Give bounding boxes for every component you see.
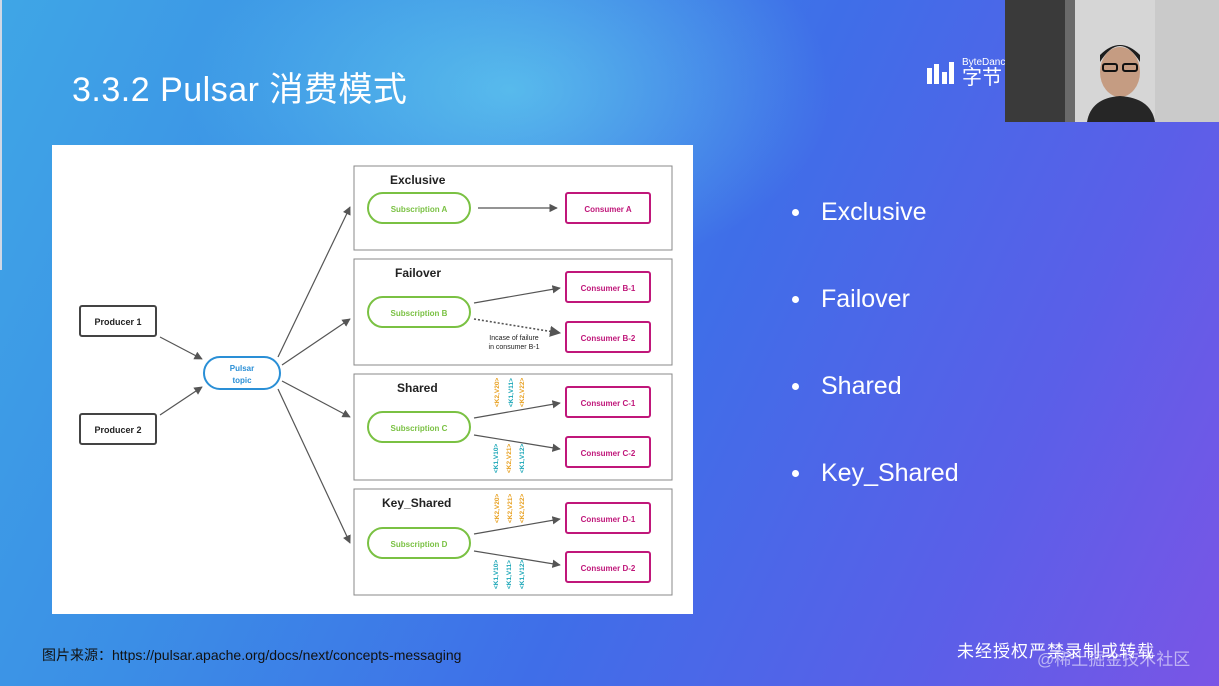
keyshared-msg-top-1: <K2,V20> (494, 494, 501, 523)
logo-brand-small: ByteDanc (962, 57, 1006, 68)
mode-keyshared-box: Key_Shared Subscription D <K2,V20> <K2,V… (353, 488, 673, 596)
logo-brand-cn: 字节 (962, 67, 1002, 89)
arrow-sub-d-consumer-d2 (473, 550, 561, 568)
bullet-dot-icon (792, 470, 799, 477)
subscription-b-label: Subscription B (391, 309, 448, 318)
keyshared-msg-top-2: <K2,V21> (507, 494, 514, 523)
shared-msg-top-1: <K2,V20> (494, 378, 501, 407)
arrow-sub-c-consumer-c1 (473, 400, 561, 419)
consumer-c1-node (565, 386, 651, 418)
consumer-c2-node (565, 436, 651, 468)
consumer-d2-label: Consumer D-2 (581, 564, 636, 573)
consumer-d1-node (565, 502, 651, 534)
arrow-producer1-topic (159, 336, 203, 360)
topic-label-line1: Pulsar (230, 364, 254, 373)
mode-failover-box: Failover Subscription B Incase of failur… (353, 258, 673, 366)
presenter-video-icon (1005, 0, 1219, 122)
keyshared-msg-bottom-3: <K1,V12> (519, 560, 526, 589)
consumer-a-label: Consumer A (584, 205, 631, 214)
mode-exclusive-title: Exclusive (390, 173, 446, 187)
subscription-c-label: Subscription C (391, 424, 448, 433)
mode-failover-title: Failover (395, 266, 441, 280)
subscription-a-node (367, 192, 471, 224)
community-watermark: @稀土掘金技术社区 (1037, 650, 1191, 669)
keyshared-msg-top-3: <K2,V22> (519, 494, 526, 523)
arrow-sub-b-consumer-b1 (473, 285, 561, 304)
copyright-watermark: 未经授权严禁录制或转载 (957, 642, 1155, 661)
consumer-b2-label: Consumer B-2 (581, 334, 636, 343)
subscription-d-node (367, 527, 471, 559)
arrow-producer2-topic (159, 386, 203, 416)
bullet-item: Failover (792, 285, 959, 372)
bytedance-logo-icon (927, 62, 954, 84)
keyshared-msg-bottom-2: <K1,V11> (506, 560, 513, 589)
consumer-b1-label: Consumer B-1 (581, 284, 636, 293)
image-source-caption: 图片来源：https://pulsar.apache.org/docs/next… (42, 647, 462, 663)
consumer-c1-label: Consumer C-1 (581, 399, 636, 408)
slide-title: 3.3.2 Pulsar 消费模式 (72, 71, 408, 109)
arrow-sub-c-consumer-c2 (473, 434, 561, 452)
webcam-overlay (1005, 0, 1219, 122)
bullet-text: Shared (821, 372, 902, 400)
bullet-item: Exclusive (792, 198, 959, 285)
bytedance-logo: ByteDanc 字节 (926, 58, 1005, 88)
consumer-d2-node (565, 551, 651, 583)
arrow-topic-shared (281, 380, 351, 418)
mode-exclusive-box: Exclusive Subscription A Consumer A (353, 165, 673, 251)
topic-label-line2: topic (232, 376, 252, 385)
bullet-text: Key_Shared (821, 459, 959, 487)
bullet-dot-icon (792, 209, 799, 216)
producer-2-label: Producer 2 (94, 425, 141, 435)
bullet-dot-icon (792, 296, 799, 303)
subscription-c-node (367, 411, 471, 443)
mode-keyshared-title: Key_Shared (382, 496, 451, 510)
failover-note-line1: Incase of failure (489, 335, 539, 342)
shared-msg-top-3: <K2,V22> (519, 378, 526, 407)
shared-msg-bottom-2: <K2,V21> (506, 444, 513, 473)
keyshared-msg-bottom-1: <K1,V10> (493, 560, 500, 589)
subscription-b-node (367, 296, 471, 328)
consumer-b1-node (565, 271, 651, 303)
shared-msg-bottom-3: <K1,V12> (519, 444, 526, 473)
bullet-dot-icon (792, 383, 799, 390)
arrow-topic-keyshared (277, 388, 351, 544)
failover-note-line2: in consumer B-1 (489, 344, 540, 351)
pulsar-subscription-diagram: Producer 1 Producer 2 Pulsar topic (52, 145, 693, 614)
pulsar-topic-node: Pulsar topic (203, 356, 281, 390)
shared-msg-bottom-1: <K1,V10> (493, 444, 500, 473)
bullet-item: Key_Shared (792, 459, 959, 546)
bullet-list: Exclusive Failover Shared Key_Shared (792, 198, 959, 546)
producer-2-box: Producer 2 (79, 413, 157, 445)
arrow-topic-failover (281, 318, 351, 366)
producer-1-box: Producer 1 (79, 305, 157, 337)
shared-msg-top-2: <K1,V11> (508, 378, 515, 407)
bullet-text: Exclusive (821, 198, 927, 226)
producer-1-label: Producer 1 (94, 317, 141, 327)
consumer-b2-node (565, 321, 651, 353)
left-edge-strip (0, 0, 2, 270)
arrow-sub-d-consumer-d1 (473, 516, 561, 535)
arrow-sub-b-consumer-b2-dashed (473, 318, 562, 337)
subscription-a-label: Subscription A (391, 205, 448, 214)
bullet-text: Failover (821, 285, 910, 313)
subscription-d-label: Subscription D (391, 540, 448, 549)
consumer-a-node (565, 192, 651, 224)
mode-shared-title: Shared (397, 381, 438, 395)
arrow-topic-exclusive (277, 206, 351, 358)
bullet-item: Shared (792, 372, 959, 459)
mode-shared-box: Shared Subscription C <K2,V20> <K1,V11> … (353, 373, 673, 481)
consumer-d1-label: Consumer D-1 (581, 515, 636, 524)
consumer-c2-label: Consumer C-2 (581, 449, 636, 458)
